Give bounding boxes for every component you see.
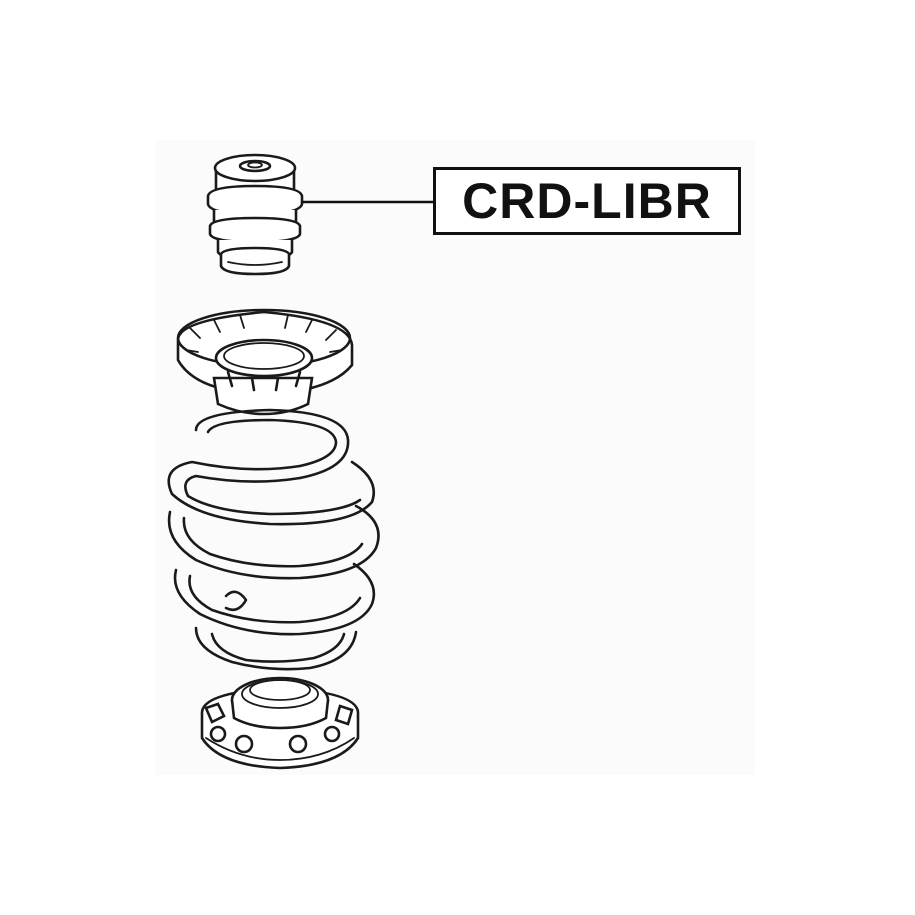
part-number-text: CRD-LIBR [462,173,712,229]
upper-spring-seat [176,308,354,416]
coil-spring [167,408,380,671]
lower-spring-seat [200,676,360,770]
bump-stop [206,153,304,276]
part-number-label: CRD-LIBR [433,167,741,235]
